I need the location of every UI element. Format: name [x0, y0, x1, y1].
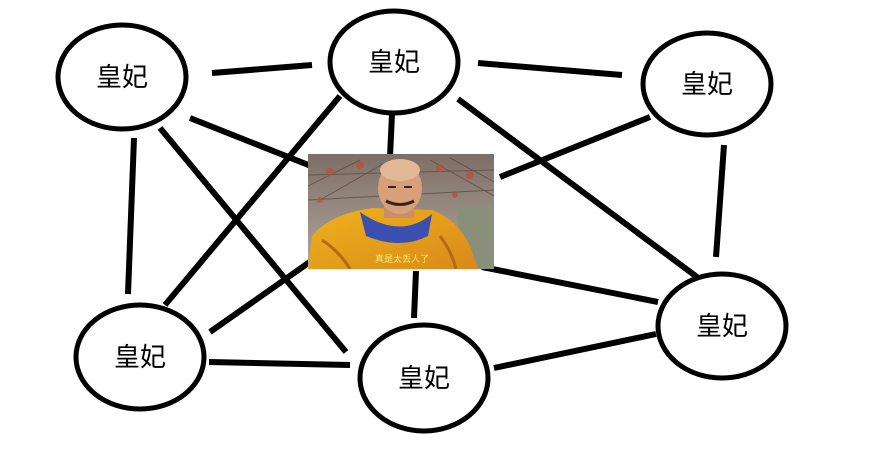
- edge-n2-n3: [477, 60, 623, 78]
- node-label: 皇妃: [96, 63, 148, 93]
- edge-n5-emperor: [411, 270, 419, 319]
- node-label: 皇妃: [696, 312, 748, 342]
- edge-n6-emperor: [481, 264, 659, 305]
- node-label: 皇妃: [114, 343, 166, 373]
- edge-n4-emperor: [208, 256, 316, 335]
- edge-n2-emperor: [387, 113, 395, 158]
- edge-n1-n4: [125, 137, 137, 295]
- edge-n1-n2: [211, 62, 313, 76]
- edges: [125, 60, 727, 371]
- node-consort-6: 皇妃: [655, 271, 789, 381]
- node-consort-4: 皇妃: [73, 302, 207, 412]
- node-label: 皇妃: [368, 48, 420, 78]
- edge-n5-n6: [493, 331, 657, 371]
- node-label: 皇妃: [398, 364, 450, 394]
- edge-n3-emperor: [498, 114, 652, 180]
- nodes: 皇妃 皇妃 皇妃 皇妃 皇妃 皇妃: [55, 8, 789, 434]
- edge-n2-n4: [162, 94, 343, 307]
- edge-n2-n6: [456, 96, 699, 280]
- edge-n3-n6: [713, 144, 727, 258]
- edge-n4-n5: [208, 359, 351, 368]
- photo-caption: 真是太丢人了: [375, 253, 429, 265]
- node-label: 皇妃: [681, 70, 733, 100]
- node-consort-1: 皇妃: [55, 22, 189, 132]
- node-consort-2: 皇妃: [327, 8, 461, 116]
- emperor-photo: 真是太丢人了: [308, 154, 494, 269]
- edge-n1-n5: [157, 126, 349, 354]
- node-consort-3: 皇妃: [640, 30, 774, 138]
- node-consort-5: 皇妃: [357, 322, 491, 434]
- edge-n1-emperor: [188, 115, 318, 171]
